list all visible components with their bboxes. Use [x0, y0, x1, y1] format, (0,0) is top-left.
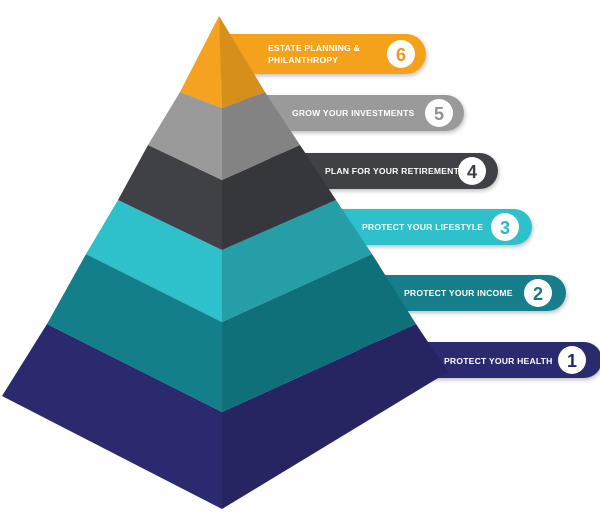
level-6-banner-bg — [215, 34, 426, 74]
level-6-banner: ESTATE PLANNING & PHILANTHROPY 6 — [215, 34, 426, 74]
level-6-label-line-1: ESTATE PLANNING & — [268, 43, 360, 53]
level-5-banner-bg — [240, 95, 464, 131]
pyramid — [2, 16, 448, 509]
level-6-number-circle — [387, 40, 415, 68]
level-3-number: 3 — [500, 218, 510, 238]
level-2-label: PROTECT YOUR INCOME — [404, 288, 513, 298]
pyramid-level-5-left — [148, 92, 222, 180]
level-3-number-circle — [491, 213, 519, 241]
level-2-number: 2 — [533, 284, 543, 304]
level-5-number-circle — [425, 99, 453, 127]
level-5-number: 5 — [434, 104, 444, 124]
pyramid-level-1-right — [222, 324, 448, 509]
level-6-number: 6 — [396, 45, 406, 65]
level-1-number: 1 — [567, 351, 577, 371]
level-2-number-circle — [524, 279, 552, 307]
level-4-number: 4 — [467, 162, 477, 182]
level-5-banner: GROW YOUR INVESTMENTS 5 — [240, 95, 464, 131]
pyramid-level-6-left — [180, 16, 222, 108]
pyramid-level-3-left — [86, 200, 222, 322]
level-4-banner: PLAN FOR YOUR RETIREMENT 4 — [270, 153, 498, 189]
pyramid-level-2-left — [47, 254, 222, 412]
pyramid-level-1-left — [2, 324, 222, 509]
pyramid-level-5-right — [222, 92, 300, 180]
level-1-label: PROTECT YOUR HEALTH — [444, 356, 553, 366]
level-1-number-circle — [558, 346, 586, 374]
level-4-label: PLAN FOR YOUR RETIREMENT — [325, 166, 460, 176]
pyramid-level-2-right — [222, 254, 416, 412]
pyramid-level-4-left — [118, 145, 222, 250]
level-6-label-line-2: PHILANTHROPY — [268, 55, 338, 65]
pyramid-level-6-right — [219, 16, 265, 108]
pyramid-level-4-right — [222, 145, 336, 250]
level-4-number-circle — [458, 157, 486, 185]
pyramid-level-3-right — [222, 200, 372, 322]
level-5-label: GROW YOUR INVESTMENTS — [292, 108, 415, 118]
level-4-banner-bg — [270, 153, 498, 189]
level-3-label: PROTECT YOUR LIFESTYLE — [362, 222, 483, 232]
